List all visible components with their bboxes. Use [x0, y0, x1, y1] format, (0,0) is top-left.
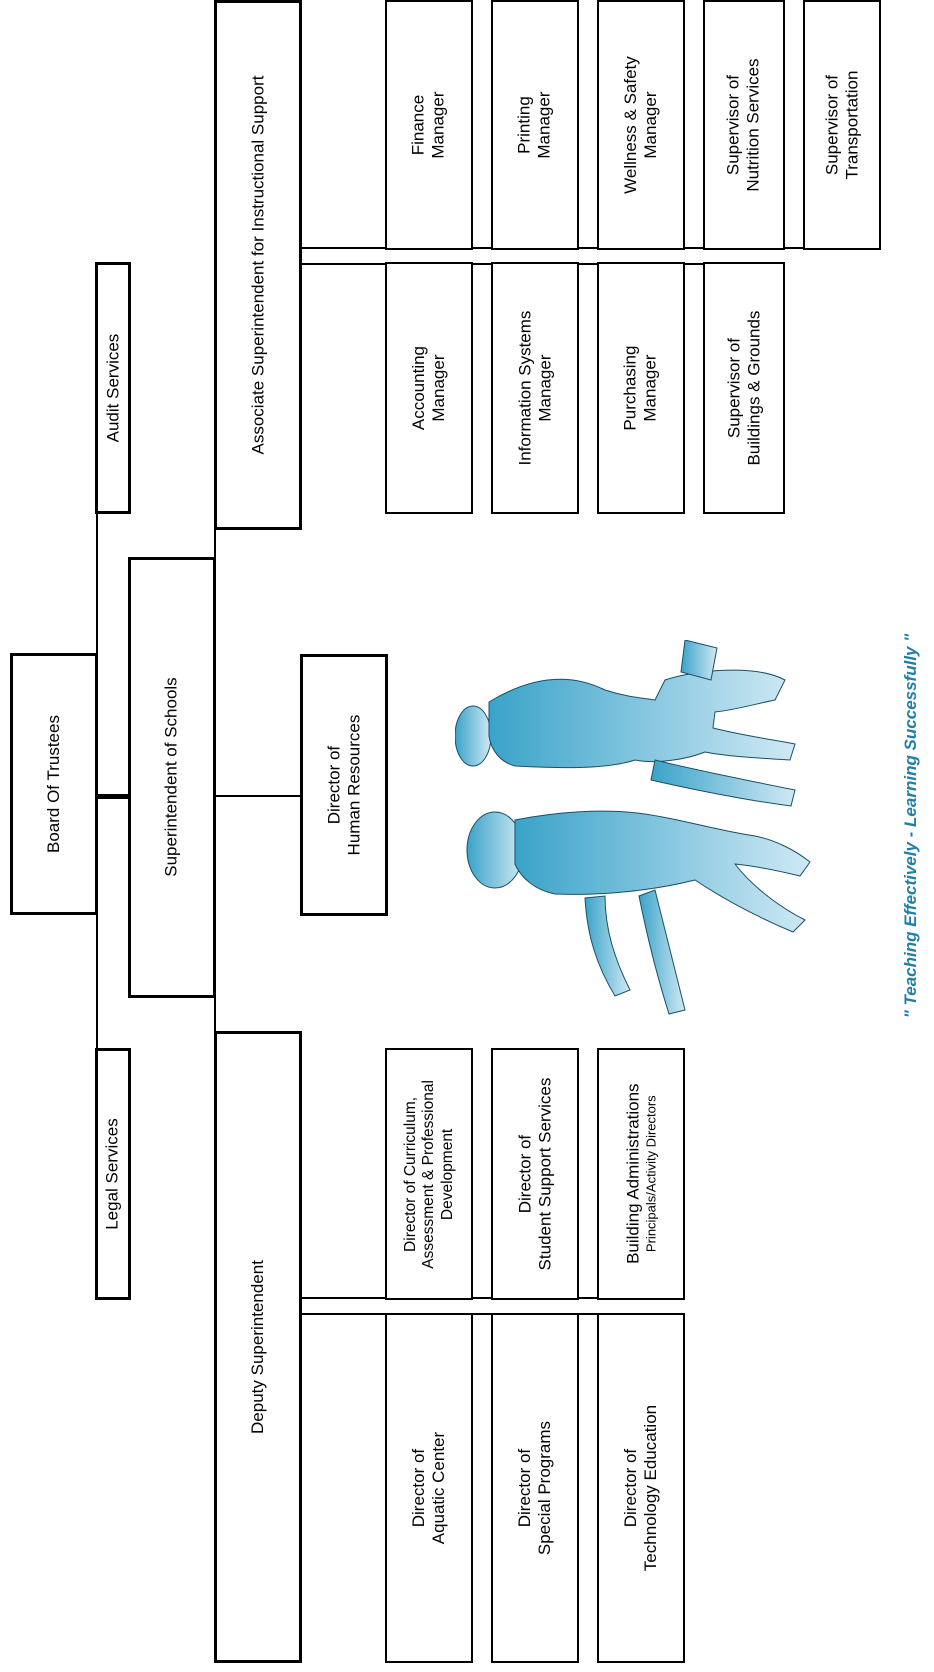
finance-manager-label: Finance Manager	[408, 91, 448, 159]
transportation-box: Supervisor of Transportation	[803, 0, 881, 250]
nutrition-services-box: Supervisor of Nutrition Services	[703, 0, 785, 250]
buildings-grounds-box: Supervisor of Buildings & Grounds	[703, 262, 785, 514]
connector-associate-reports-a	[300, 247, 876, 249]
aquatic-center-box: Director of Aquatic Center	[385, 1313, 473, 1663]
board-of-trustees-box: Board Of Trustees	[10, 653, 98, 915]
superintendent-box: Superintendent of Schools	[128, 557, 216, 998]
audit-services-box: Audit Services	[95, 262, 131, 514]
connector-hr	[216, 795, 302, 797]
board-of-trustees-label: Board Of Trustees	[43, 715, 63, 853]
legal-services-label: Legal Services	[102, 1118, 122, 1230]
building-admin-subtitle: Principals/Activity Directors	[643, 1095, 659, 1253]
superintendent-label: Superintendent of Schools	[161, 677, 181, 878]
wellness-safety-box: Wellness & Safety Manager	[597, 0, 685, 250]
special-programs-label: Director of Special Programs	[514, 1420, 555, 1556]
deputy-superintendent-label: Deputy Superintendent	[247, 1260, 267, 1434]
curriculum-director-box: Director of Curriculum, Assessment & Pro…	[385, 1048, 473, 1300]
student-support-box: Director of Student Support Services	[491, 1048, 579, 1300]
building-admin-title: Building Administrations	[623, 1083, 643, 1265]
info-systems-manager-label: Information Systems Manager	[514, 310, 555, 466]
finance-manager-box: Finance Manager	[385, 0, 473, 250]
accounting-manager-box: Accounting Manager	[385, 262, 473, 514]
info-systems-manager-box: Information Systems Manager	[491, 262, 579, 514]
printing-manager-label: Printing Manager	[514, 91, 554, 159]
deputy-superintendent-box: Deputy Superintendent	[214, 1031, 302, 1663]
hr-director-label: Director of Human Resources	[323, 714, 363, 856]
curriculum-director-label: Director of Curriculum, Assessment & Pro…	[401, 1079, 456, 1269]
buildings-grounds-label: Supervisor of Buildings & Grounds	[723, 310, 764, 466]
printing-manager-box: Printing Manager	[491, 0, 579, 250]
special-programs-box: Director of Special Programs	[491, 1313, 579, 1663]
purchasing-manager-box: Purchasing Manager	[597, 262, 685, 514]
wellness-safety-label: Wellness & Safety Manager	[620, 56, 661, 194]
small-student-figure	[466, 810, 811, 1015]
tall-student-figure	[455, 640, 796, 807]
student-support-label: Director of Student Support Services	[514, 1077, 554, 1271]
legal-services-box: Legal Services	[95, 1048, 131, 1300]
tech-education-box: Director of Technology Education	[597, 1313, 685, 1663]
audit-services-label: Audit Services	[102, 333, 122, 443]
transportation-label: Supervisor of Transportation	[821, 70, 862, 180]
tech-education-label: Director of Technology Education	[620, 1404, 660, 1572]
hr-director-box: Director of Human Resources	[300, 654, 388, 916]
associate-superintendent-label: Associate Superintendent for Instruction…	[247, 75, 267, 455]
aquatic-center-label: Director of Aquatic Center	[408, 1431, 449, 1545]
purchasing-manager-label: Purchasing Manager	[620, 345, 660, 431]
accounting-manager-label: Accounting Manager	[408, 345, 448, 431]
associate-superintendent-box: Associate Superintendent for Instruction…	[214, 0, 302, 530]
students-illustration	[455, 640, 811, 1015]
motto-text: " Teaching Effectively - Learning Succes…	[901, 633, 920, 1019]
connector-board-superintendent	[96, 794, 130, 799]
nutrition-services-label: Supervisor of Nutrition Services	[723, 58, 763, 192]
